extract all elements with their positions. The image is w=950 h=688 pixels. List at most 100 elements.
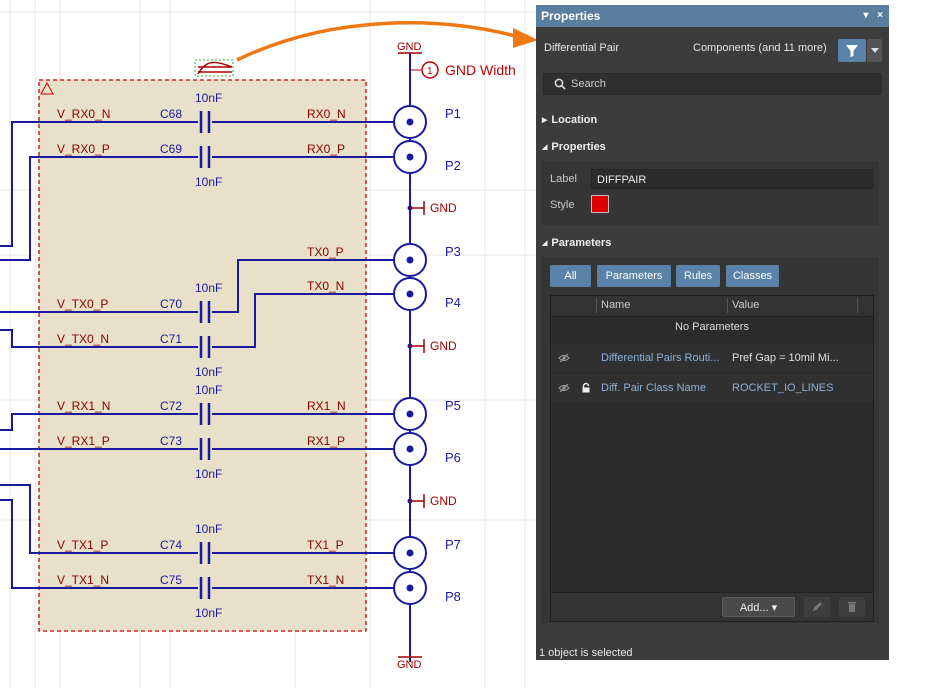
panel-title: Properties	[541, 9, 601, 23]
net-label-left: V_RX0_N	[57, 107, 110, 121]
capacitor-designator: C73	[160, 434, 182, 448]
capacitor-value: 10nF	[195, 522, 222, 536]
table-row[interactable]: Diff. Pair Class Name ROCKET_IO_LINES	[551, 374, 873, 402]
annotation-arrowhead	[513, 28, 538, 48]
net-label-right: TX1_N	[307, 573, 344, 587]
lock-icon[interactable]	[580, 382, 592, 394]
port-label: P5	[445, 398, 461, 413]
net-label-right: RX1_N	[307, 399, 346, 413]
net-label-left: V_TX1_P	[57, 538, 108, 552]
capacitor-value: 10nF	[195, 383, 222, 397]
port-label: P7	[445, 537, 461, 552]
net-label-right: RX0_P	[307, 142, 345, 156]
style-color-swatch[interactable]	[591, 195, 609, 213]
gnd-label: GND	[430, 201, 457, 215]
gnd-label: GND	[430, 339, 457, 353]
section-location-header[interactable]: ▶Location	[542, 114, 597, 126]
capacitor-value: 10nF	[195, 91, 222, 105]
trace-left	[0, 484, 198, 554]
net-label-right: TX0_N	[307, 279, 344, 293]
capacitor-designator: C69	[160, 142, 182, 156]
chevron-down-icon	[870, 48, 879, 53]
style-caption: Style	[550, 199, 575, 211]
section-parameters-label: Parameters	[551, 237, 612, 249]
port-label: P6	[445, 450, 461, 465]
column-header-value[interactable]: Value	[732, 299, 760, 311]
hidden-eye-icon[interactable]	[558, 382, 570, 394]
search-icon	[554, 78, 566, 90]
net-label-right: TX0_P	[307, 245, 344, 259]
net-label-right: RX0_N	[307, 107, 346, 121]
filter-dropdown-button[interactable]	[867, 39, 882, 62]
filter-scope-label[interactable]: Components (and 11 more)	[693, 42, 827, 54]
capacitor-value: 10nF	[195, 467, 222, 481]
delete-button[interactable]	[839, 597, 865, 617]
section-properties-label: Properties	[551, 141, 606, 153]
capacitor-value: 10nF	[195, 175, 222, 189]
net-label-left: V_TX1_N	[57, 573, 109, 587]
panel-menu-button[interactable]: ▾	[863, 10, 869, 21]
panel-close-button[interactable]: ×	[877, 10, 883, 21]
filter-parameters-button[interactable]: Parameters	[597, 265, 671, 287]
net-label-right: RX1_P	[307, 434, 345, 448]
row-value: Pref Gap = 10mil Mi...	[732, 352, 839, 364]
section-location-label: Location	[551, 114, 598, 126]
properties-panel: Properties ▾ × Differential Pair Compone…	[536, 5, 889, 660]
connector-pin	[406, 410, 414, 418]
net-label-right: TX1_P	[307, 538, 344, 552]
row-name: Differential Pairs Routi...	[601, 352, 720, 364]
trash-icon	[848, 602, 856, 612]
net-label-left: V_TX0_N	[57, 332, 109, 346]
section-properties-header[interactable]: ◢Properties	[542, 141, 606, 153]
label-field[interactable]: DIFFPAIR	[591, 169, 873, 189]
net-label-left: V_TX0_P	[57, 297, 108, 311]
table-footer: Add... ▾	[551, 592, 873, 621]
trace-left	[0, 156, 198, 261]
search-input[interactable]	[571, 75, 871, 92]
table-row[interactable]: Differential Pairs Routi... Pref Gap = 1…	[551, 344, 873, 372]
capacitor-designator: C74	[160, 538, 182, 552]
gnd-label: GND	[430, 494, 457, 508]
connector-pin	[406, 549, 414, 557]
trace-left	[0, 329, 198, 348]
connector-pin	[406, 445, 414, 453]
blanket-triangle-icon	[40, 81, 54, 95]
edit-button[interactable]	[804, 597, 830, 617]
connector-pin	[406, 153, 414, 161]
connector-pin	[406, 584, 414, 592]
pencil-icon	[813, 602, 822, 611]
directive-text: GND Width	[445, 62, 516, 78]
power-port-label: GND	[397, 41, 422, 53]
add-parameter-button[interactable]: Add... ▾	[722, 597, 795, 617]
expand-arrow-icon: ▶	[542, 117, 548, 124]
net-label-left: V_RX0_P	[57, 142, 110, 156]
column-header-name[interactable]: Name	[601, 299, 631, 311]
hidden-eye-icon[interactable]	[558, 352, 570, 364]
trace-left	[0, 499, 198, 589]
power-port-label: GND	[397, 659, 422, 671]
directive-marker	[421, 61, 439, 79]
object-type-label: Differential Pair	[544, 42, 619, 54]
no-parameters-text: No Parameters	[675, 321, 749, 333]
port-label: P8	[445, 589, 461, 604]
row-value: ROCKET_IO_LINES	[732, 382, 834, 394]
capacitor-value: 10nF	[195, 281, 222, 295]
funnel-icon	[846, 45, 858, 57]
capacitor-designator: C71	[160, 332, 182, 346]
filter-rules-button[interactable]: Rules	[676, 265, 720, 287]
directive-selection-box	[194, 59, 234, 77]
parameters-table: Name Value No Parameters Differential Pa…	[550, 295, 874, 622]
section-parameters-header[interactable]: ◢Parameters	[542, 237, 611, 249]
filter-button[interactable]	[838, 39, 866, 62]
filter-classes-button[interactable]: Classes	[726, 265, 779, 287]
net-label-left: V_RX1_P	[57, 434, 110, 448]
trace-left	[0, 413, 198, 431]
port-label: P1	[445, 106, 461, 121]
panel-title-bar: Properties ▾ ×	[536, 5, 889, 27]
capacitor-designator: C75	[160, 573, 182, 587]
filter-all-button[interactable]: All	[550, 265, 591, 287]
trace-right	[212, 293, 394, 348]
search-box[interactable]	[543, 73, 882, 95]
label-caption: Label	[550, 173, 577, 185]
